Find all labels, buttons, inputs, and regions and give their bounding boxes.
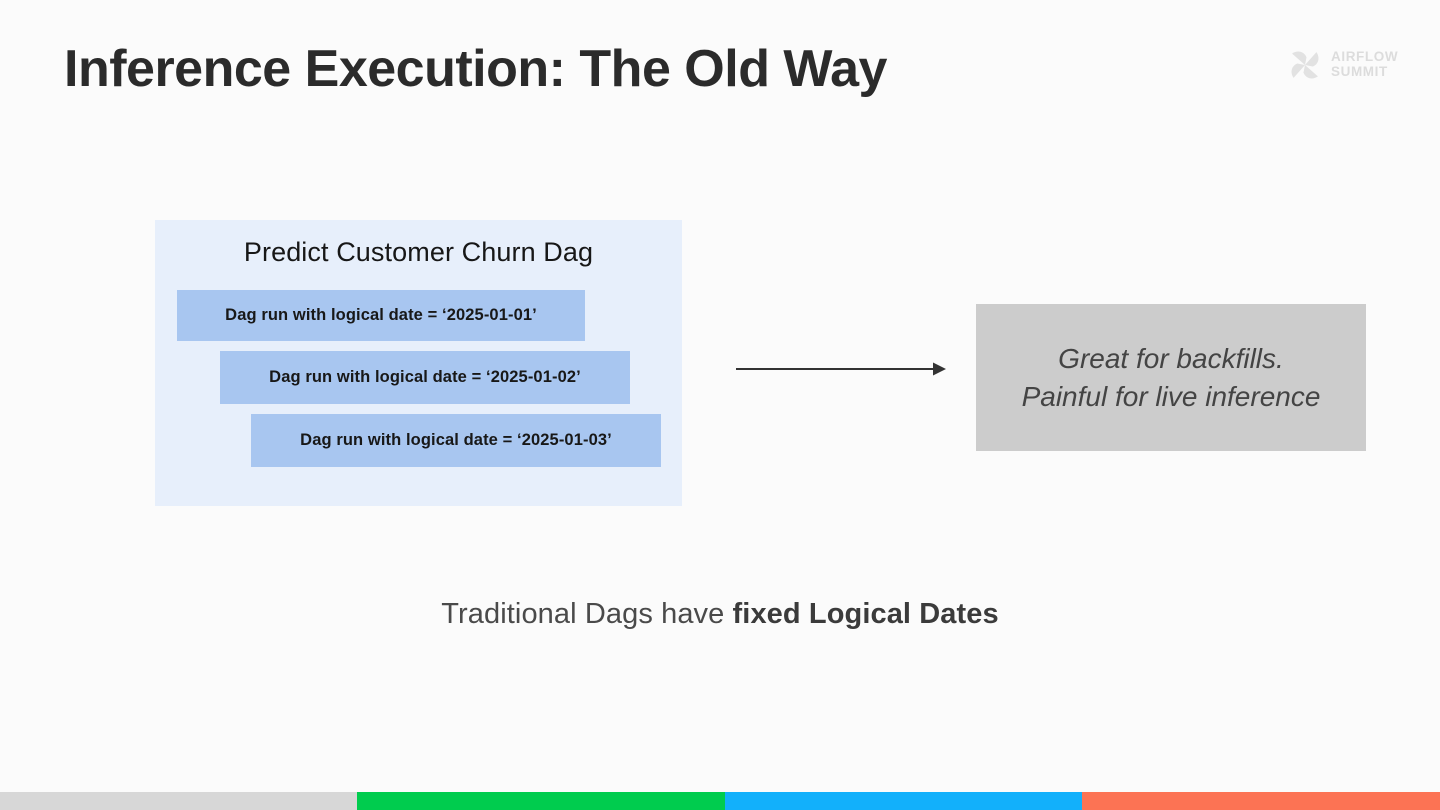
dag-panel-title: Predict Customer Churn Dag xyxy=(243,237,594,267)
caption-emphasis: fixed Logical Dates xyxy=(732,598,999,630)
logo-wordmark: AIRFLOW SUMMIT xyxy=(1331,50,1398,79)
callout-box: Great for backfills. Painful for live in… xyxy=(976,304,1366,451)
footer-segment-green xyxy=(357,792,725,810)
slide-caption: Traditional Dags have fixed Logical Date… xyxy=(0,598,1440,631)
airflow-pinwheel-icon xyxy=(1291,51,1319,79)
logo-line-summit: SUMMIT xyxy=(1331,64,1388,79)
callout-text: Great for backfills. Painful for live in… xyxy=(1021,342,1321,412)
dag-run-bar: Dag run with logical date = ‘2025-01-01’ xyxy=(177,290,585,341)
airflow-summit-logo: AIRFLOW SUMMIT xyxy=(1286,44,1408,86)
dag-run-bar: Dag run with logical date = ‘2025-01-03’ xyxy=(251,414,661,467)
dag-diagram-panel: Predict Customer Churn Dag Dag run with … xyxy=(155,220,682,506)
caption-prefix: Traditional Dags have xyxy=(441,598,733,630)
footer-color-bar xyxy=(0,792,1440,810)
footer-segment-orange xyxy=(1082,792,1440,810)
footer-segment-blue xyxy=(725,792,1082,810)
right-arrow-icon xyxy=(736,362,946,376)
footer-segment-gray xyxy=(0,792,357,810)
logo-line-airflow: AIRFLOW xyxy=(1331,49,1399,65)
page-title: Inference Execution: The Old Way xyxy=(64,40,887,98)
dag-run-bar: Dag run with logical date = ‘2025-01-02’ xyxy=(220,351,630,404)
